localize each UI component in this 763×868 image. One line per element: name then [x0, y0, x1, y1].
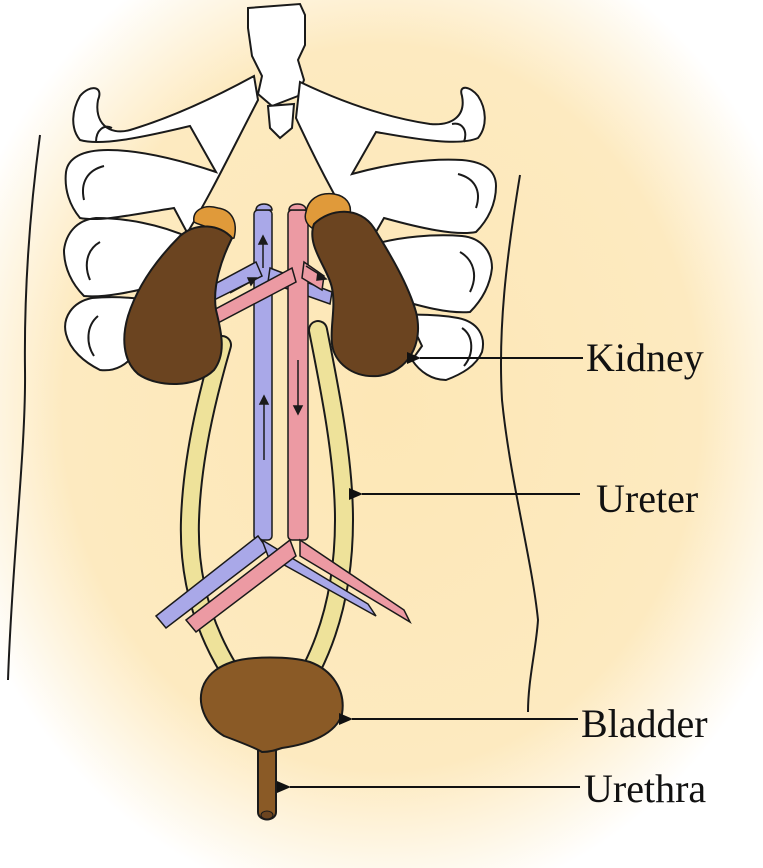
- flow-arrows: [229, 234, 328, 460]
- label-pointers: [277, 352, 583, 793]
- body-outline-left: [7, 134, 41, 681]
- ribcage-left: [62, 74, 260, 372]
- urethra-opening: [260, 810, 274, 820]
- bladder-label: Bladder: [581, 701, 708, 746]
- kidney-label: Kidney: [586, 335, 704, 380]
- urethra-label: Urethra: [584, 766, 707, 811]
- ureter-label: Ureter: [596, 476, 699, 521]
- kidney-right: [311, 210, 419, 378]
- kidney-left: [123, 225, 234, 385]
- body-outline-right: [499, 174, 540, 713]
- bladder: [199, 656, 344, 754]
- ribcage-right: [294, 80, 498, 382]
- sternum: [247, 2, 306, 140]
